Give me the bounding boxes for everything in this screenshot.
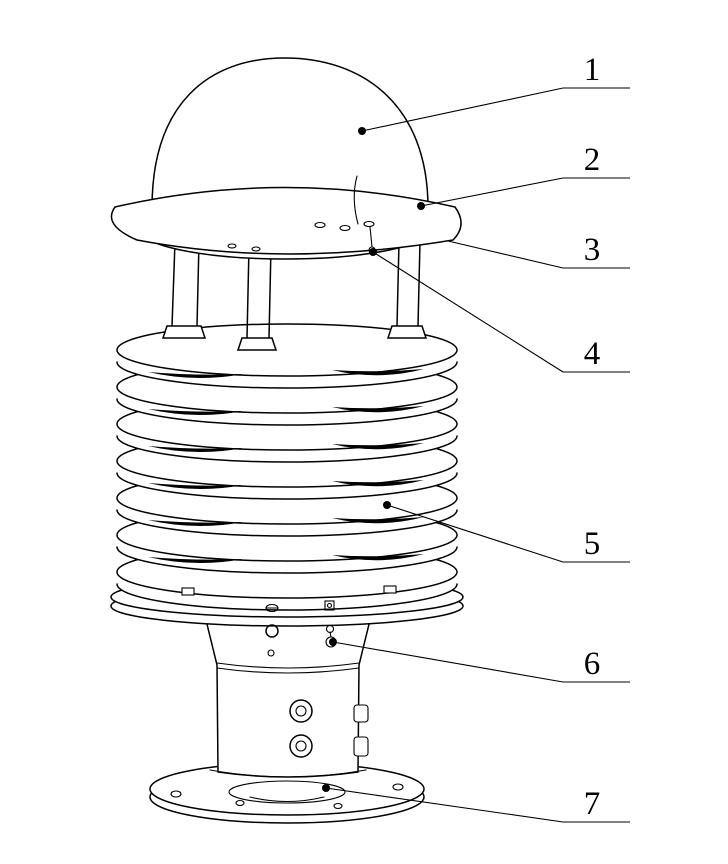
flange-bolt-hole (170, 790, 182, 798)
connector-stack-stem (329, 631, 332, 638)
leader-dot (417, 202, 425, 210)
indicator-small (267, 649, 275, 657)
indicator-dot (326, 602, 333, 609)
part-number: 2 (584, 142, 601, 178)
callout-4: 4 (369, 248, 630, 373)
indicator-circle (265, 624, 279, 638)
dome-seam (353, 175, 359, 225)
leader-line (361, 87, 564, 132)
collar-arc (209, 769, 367, 778)
part-number: 1 (584, 52, 601, 88)
cap-brim (110, 186, 462, 255)
under-cap-sensor (363, 220, 375, 228)
under-cap-sensors (227, 220, 376, 254)
connector-port (289, 699, 313, 723)
part-number: 7 (584, 786, 601, 822)
callout-1: 1 (358, 52, 630, 135)
under-cap-sensor (251, 246, 261, 252)
callout-6: 6 (329, 638, 630, 683)
vent-shadow (332, 406, 424, 413)
callout-2: 2 (417, 142, 630, 210)
top-cap (110, 57, 462, 260)
post-edge (171, 241, 176, 327)
flange-inner-ring (228, 780, 346, 804)
main-body (203, 611, 373, 778)
flange-bolt-hole (235, 799, 245, 807)
vent-shadow (332, 480, 424, 487)
vent-shadow (332, 517, 424, 524)
vent-shadow (148, 372, 243, 379)
callouts: 1 2 3 4 5 (322, 52, 630, 823)
under-cap-sensor (314, 221, 326, 229)
post-edge (268, 246, 272, 339)
vent-shadow (332, 369, 424, 376)
louver-rim (116, 509, 458, 537)
callout-7: 7 (322, 784, 630, 823)
leader-line (325, 787, 564, 823)
post-edge (246, 246, 250, 339)
connector-port (289, 734, 313, 758)
plate-tab (181, 587, 195, 596)
vent-shadow (148, 409, 243, 416)
leader-dot (322, 784, 330, 792)
leader-dot (383, 501, 391, 509)
leader-line (386, 504, 564, 563)
louver-rim (116, 435, 458, 463)
post-foot (236, 337, 278, 351)
part-number: 3 (584, 232, 601, 268)
body-outline (203, 611, 373, 778)
support-posts (161, 241, 428, 351)
part-number: 5 (584, 526, 601, 562)
leader-dot (369, 248, 377, 256)
louver-rim (116, 546, 458, 574)
indicator-square (324, 600, 335, 611)
leader-line (447, 240, 564, 269)
leader-line (420, 177, 564, 207)
part-number: 6 (584, 646, 601, 682)
louver-rim (116, 361, 458, 389)
under-cap-sensor (339, 224, 351, 232)
post-foot (386, 325, 428, 339)
body-seam (216, 667, 360, 674)
louver-rim (116, 583, 458, 611)
louver-rim (116, 472, 458, 500)
vent-shadow (148, 520, 243, 527)
flange-bolt-hole (333, 802, 343, 810)
louver-stack (116, 323, 458, 611)
under-cap-sensor (227, 243, 237, 249)
body-seam (216, 662, 360, 669)
vent-shadow (332, 443, 424, 450)
leader-dot (358, 127, 366, 135)
connector-pin (295, 705, 307, 717)
louver-rim (116, 398, 458, 426)
vent-shadows (148, 369, 424, 564)
part-number: 4 (584, 336, 601, 372)
post-foot (161, 325, 207, 339)
side-connector (353, 704, 369, 723)
post-edge (196, 241, 200, 327)
post-edge (396, 241, 400, 327)
dome-outline (151, 57, 429, 209)
side-connector (353, 736, 369, 757)
flange-inner-arc (249, 796, 325, 802)
vent-shadow (148, 446, 243, 453)
connector-pin (295, 740, 307, 752)
vent-shadow (332, 554, 424, 561)
vent-shadow (148, 557, 243, 564)
flange-bolt-hole (392, 783, 404, 791)
leader-line (372, 251, 564, 373)
post-edge (417, 241, 421, 327)
leader-dot (329, 638, 337, 646)
sensor-stem (369, 226, 373, 248)
base-flange (149, 762, 425, 824)
callout-3: 3 (447, 232, 630, 269)
base-plate-tabs (181, 585, 397, 596)
vent-shadow (148, 483, 243, 490)
callout-5: 5 (383, 501, 630, 563)
leader-line (332, 641, 564, 683)
body-indicators (265, 600, 337, 657)
plate-tab (383, 585, 397, 594)
